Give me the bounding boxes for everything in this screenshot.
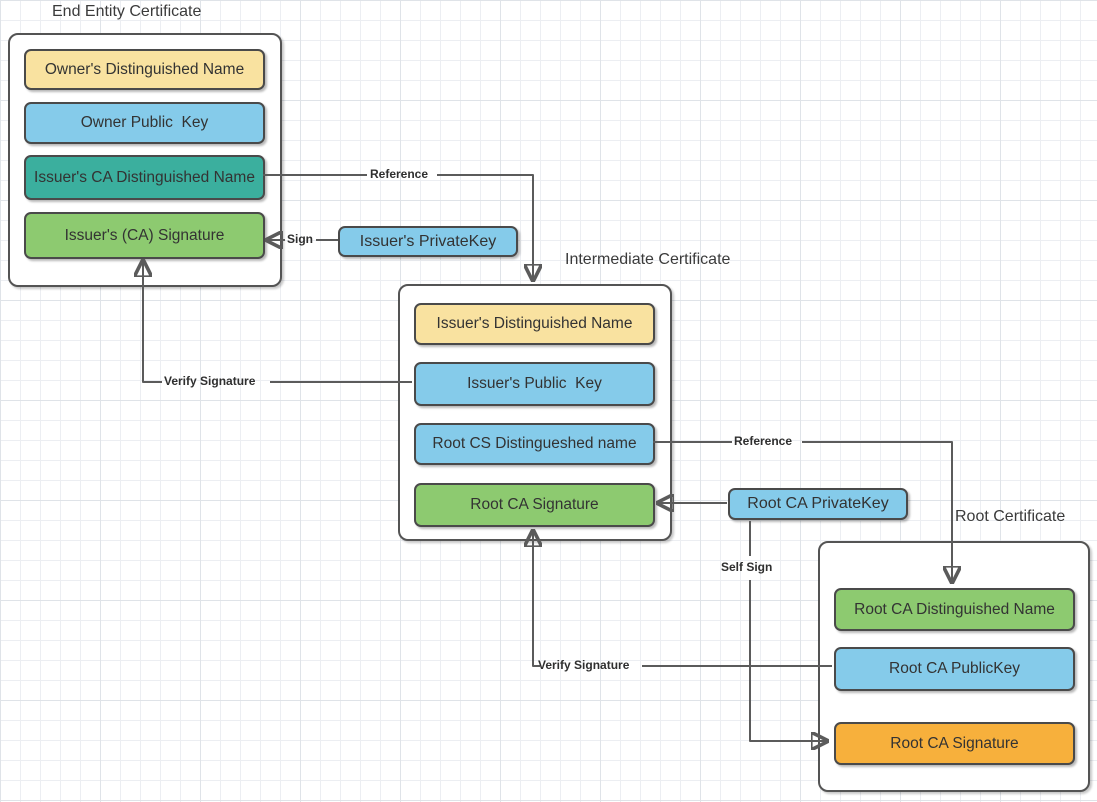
end-entity-certificate-container: Owner's Distinguished Name Owner Public …: [8, 33, 282, 287]
edge-self-sign-arrow: [749, 580, 827, 741]
issuers-privatekey-box: Issuer's PrivateKey: [338, 226, 518, 257]
field-owners-distinguished-name: Owner's Distinguished Name: [24, 49, 265, 90]
field-issuers-ca-signature: Issuer's (CA) Signature: [24, 212, 265, 259]
edge-label-reference-1: Reference: [370, 167, 429, 181]
field-root-ca-distinguished-name: Root CA Distinguished Name: [834, 588, 1075, 631]
root-certificate-title: Root Certificate: [955, 508, 1066, 525]
field-issuers-ca-distinguished-name: Issuer's CA Distinguished Name: [24, 155, 265, 200]
field-owner-public-key: Owner Public Key: [24, 102, 265, 144]
field-issuers-distinguished-name: Issuer's Distinguished Name: [414, 303, 655, 345]
edge-label-sign: Sign: [287, 232, 313, 246]
field-root-ca-signature-intermediate: Root CA Signature: [414, 483, 655, 527]
edge-label-verify-signature-2: Verify Signature: [538, 658, 630, 672]
root-ca-privatekey-box: Root CA PrivateKey: [728, 488, 908, 520]
end-entity-certificate-title: End Entity Certificate: [52, 3, 202, 20]
field-root-ca-publickey: Root CA PublicKey: [834, 647, 1075, 691]
edge-label-verify-signature-1: Verify Signature: [164, 374, 256, 388]
edge-label-self-sign: Self Sign: [721, 560, 773, 574]
field-root-ca-signature-root: Root CA Signature: [834, 722, 1075, 765]
intermediate-certificate-title: Intermediate Certificate: [565, 251, 731, 268]
edge-label-reference-2: Reference: [734, 434, 793, 448]
intermediate-certificate-container: Issuer's Distinguished Name Issuer's Pub…: [398, 284, 672, 541]
field-issuers-public-key: Issuer's Public Key: [414, 362, 655, 406]
edge-verify-2-arrow: [533, 531, 540, 667]
root-certificate-container: Root CA Distinguished Name Root CA Publi…: [818, 541, 1090, 792]
field-root-cs-distingueshed-name: Root CS Distingueshed name: [414, 423, 655, 465]
